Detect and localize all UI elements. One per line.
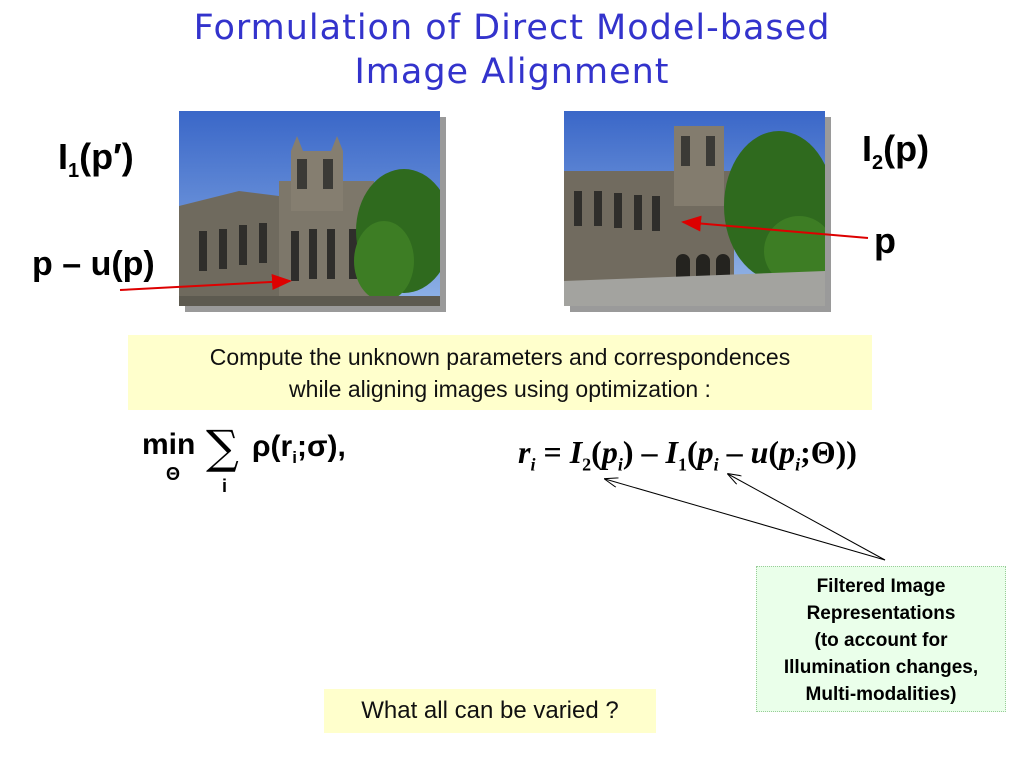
min-subscript-theta: Θ xyxy=(166,464,181,484)
objective-formula: min Θ ∑ i ρ(ri;σ), xyxy=(142,420,392,504)
residual-formula: ri = I2(pi) – I1(pi – u(pi;Θ)) xyxy=(518,434,857,475)
black-arrow-1 xyxy=(605,479,886,561)
compute-line-2: while aligning images using optimization… xyxy=(289,376,711,402)
filtered-representations-note: Filtered Image Representations (to accou… xyxy=(756,566,1006,712)
note-line-2: Representations xyxy=(806,603,956,624)
note-line-4: Illumination changes, xyxy=(783,657,979,678)
label-p-minus-u: p – u(p) xyxy=(32,245,155,283)
title-line-1: Formulation of Direct Model-based xyxy=(193,8,831,48)
sum-index: i xyxy=(222,476,228,496)
label-i1: I1(p′) xyxy=(58,136,134,183)
label-p: p xyxy=(874,220,896,261)
photo-image-2 xyxy=(564,111,825,306)
black-arrow-2 xyxy=(728,474,886,561)
note-line-1: Filtered Image xyxy=(816,576,946,597)
red-arrow-right xyxy=(681,215,869,239)
slide-title: Formulation of Direct Model-based Image … xyxy=(0,6,1024,94)
note-line-3: (to account for xyxy=(814,630,948,651)
red-arrow-left xyxy=(119,273,292,291)
compute-line-1: Compute the unknown parameters and corre… xyxy=(209,344,791,370)
sum-symbol: ∑ xyxy=(206,420,239,474)
note-line-5: Multi-modalities) xyxy=(805,684,957,705)
rho-term: ρ(ri;σ), xyxy=(252,430,346,467)
min-operator: min xyxy=(142,428,196,461)
question-box: What all can be varied ? xyxy=(324,689,656,733)
label-i2: I2(p) xyxy=(862,128,930,175)
compute-description-box: Compute the unknown parameters and corre… xyxy=(128,335,872,410)
title-line-2: Image Alignment xyxy=(354,52,670,92)
photo-image-1 xyxy=(179,111,440,306)
